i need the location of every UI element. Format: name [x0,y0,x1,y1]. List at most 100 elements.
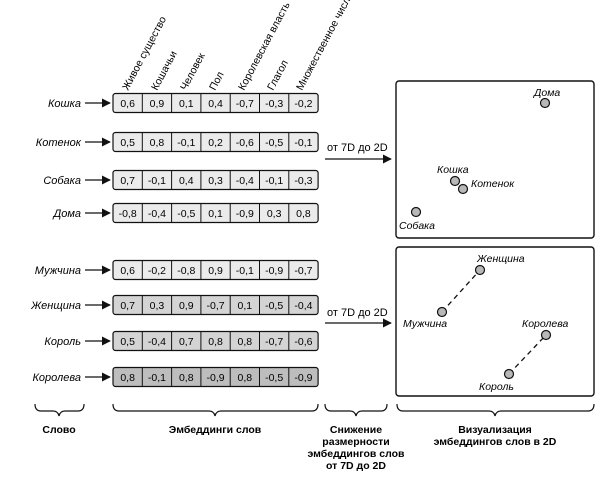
embedding-value: 0,9 [179,300,194,312]
embedding-value: -0,4 [294,300,312,312]
reduction-arrow-label: от 7D до 2D [327,142,388,154]
embedding-value: -0,1 [265,175,283,187]
label-embeddings: Эмбеддинги слов [169,424,262,436]
label-reduction-line: размерности [322,436,389,448]
embedding-value: -0,8 [177,265,195,277]
point-marker [503,368,515,380]
embedding-value: 0,1 [238,300,253,312]
label-visualization-line: эмбеддингов слов в 2D [434,436,557,448]
embedding-value: 0,1 [179,98,194,110]
embedding-value: 0,8 [238,336,253,348]
point-label: Женщина [476,253,525,265]
embedding-value: -0,1 [294,137,312,149]
word-label: Кошка [48,98,81,110]
embedding-value: -0,1 [148,175,166,187]
bottom-braces [34,403,595,417]
point-label: Дома [533,87,560,99]
word-label: Собака [43,175,81,187]
embedding-value: -0,9 [265,265,283,277]
embedding-value: 0,3 [208,175,223,187]
embedding-value: -0,4 [148,208,166,220]
reduction-arrow-top: от 7D до 2D [325,142,392,164]
embedding-value: -0,2 [294,98,312,110]
point-label: Собака [399,220,435,232]
point-marker [540,329,552,341]
embedding-value: 0,5 [120,336,135,348]
point-label: Кошка [437,164,469,176]
embedding-value: 0,2 [208,137,223,149]
brace-word [34,403,85,417]
embedding-value: 0,4 [179,175,194,187]
word-label: Мужчина [35,265,81,277]
embedding-value: 0,8 [120,372,135,384]
brace-reduction [324,403,388,417]
point-marker [457,183,469,195]
embedding-value: -0,7 [265,336,283,348]
points-bottom: Женщина Мужчина Королева Король [403,253,568,393]
embedding-value: -0,9 [207,372,225,384]
embedding-value: -0,5 [177,208,195,220]
embedding-value: -0,4 [236,175,254,187]
embedding-value: -0,8 [119,208,137,220]
word-label: Женщина [30,300,81,312]
embedding-value: -0,9 [236,208,254,220]
embedding-value: 0,8 [179,372,194,384]
embedding-value: 0,9 [150,98,165,110]
word-label: Котенок [36,137,82,149]
label-reduction-line: эмбеддингов слов [307,448,405,460]
word-label: Дома [51,208,81,220]
reduction-arrow-bottom: от 7D до 2D [325,307,392,328]
embedding-value: 0,8 [208,336,223,348]
embedding-value: -0,7 [294,265,312,277]
brace-embeddings [112,403,319,417]
word-label: Королева [32,372,81,384]
embedding-value: 0,7 [120,300,135,312]
embedding-value: -0,3 [265,98,283,110]
point-label: Король [479,381,514,393]
bottom-labels: Слово Эмбеддинги слов Снижение размернос… [42,424,556,472]
dimension-header: Глагол [265,58,291,92]
embedding-box [112,131,319,153]
point-marker [436,306,448,318]
embedding-value: 0,4 [208,98,223,110]
embedding-value: -0,4 [148,336,166,348]
embedding-box [112,294,319,316]
embedding-value: -0,5 [265,372,283,384]
embedding-value: -0,5 [265,300,283,312]
point-label: Королева [522,318,568,330]
point-label: Котенок [471,178,515,190]
embedding-value: -0,2 [148,265,166,277]
dimension-header: Человек [178,51,208,93]
visualization-panel-top [395,80,595,239]
embedding-value: 0,3 [267,208,282,220]
label-reduction-line: от 7D до 2D [326,460,386,472]
dimension-header: Кошачьи [149,49,180,93]
embedding-value: 0,8 [238,372,253,384]
embedding-value: 0,7 [120,175,135,187]
embedding-value: 0,3 [150,300,165,312]
embedding-value: -0,9 [294,372,312,384]
point-label: Мужчина [403,318,447,330]
visualization-panel-bottom [395,246,595,397]
embedding-value: 0,9 [208,265,223,277]
brace-visualization [396,403,595,417]
embedding-box [112,92,319,114]
embedding-value: 0,7 [179,336,194,348]
embedding-box [112,202,319,224]
embedding-box [112,259,319,281]
point-marker [410,206,422,218]
embedding-value: 0,5 [120,137,135,149]
embedding-value: 0,8 [296,208,311,220]
label-word: Слово [42,424,75,436]
embedding-value: -0,1 [236,265,254,277]
dimension-header: Пол [207,70,227,93]
embedding-value: -0,7 [236,98,254,110]
